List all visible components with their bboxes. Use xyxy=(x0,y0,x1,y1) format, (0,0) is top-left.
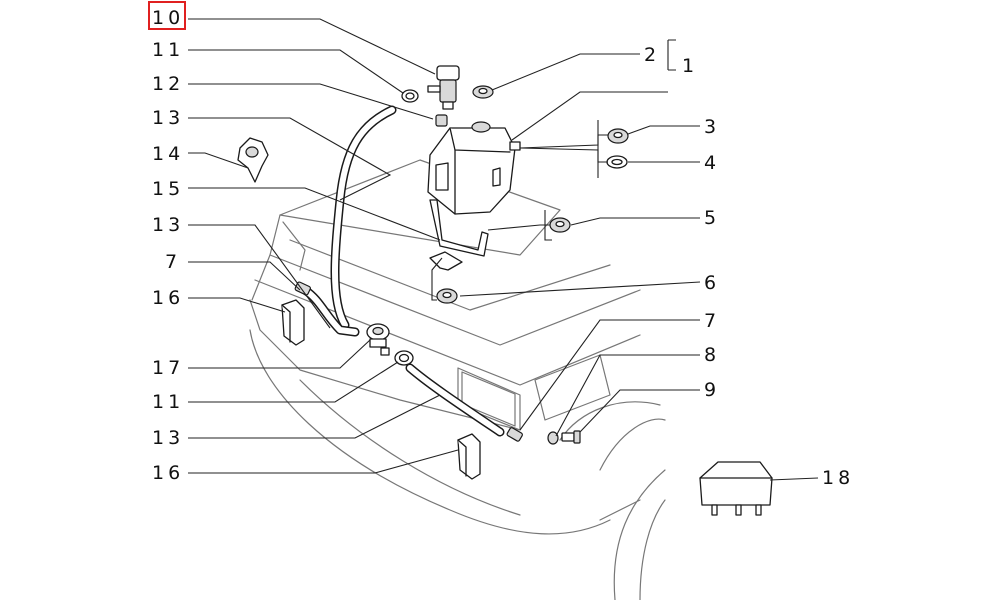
bracket-part-15[interactable] xyxy=(429,199,489,271)
nut-part-3[interactable] xyxy=(607,128,629,144)
nut-part-6[interactable] xyxy=(436,288,458,304)
hose-part-13-lower[interactable] xyxy=(405,363,505,437)
callout-15[interactable]: 15 xyxy=(152,178,184,200)
nut-part-5[interactable] xyxy=(549,217,571,233)
nozzle-part-16-left[interactable] xyxy=(281,299,305,346)
hose-part-13-left[interactable] xyxy=(300,285,360,337)
hose-part-13-upper[interactable] xyxy=(330,105,397,330)
leader-lines xyxy=(188,18,819,481)
relay-part-18[interactable] xyxy=(699,461,773,516)
grommet-part-11-lower[interactable] xyxy=(394,350,414,366)
callout-10[interactable]: 10 xyxy=(152,7,184,29)
callout-2[interactable]: 2 xyxy=(644,44,660,66)
grommet-part-8[interactable] xyxy=(547,431,559,445)
callout-13-middle[interactable]: 13 xyxy=(152,214,184,236)
callout-labels: 10 11 12 13 14 15 13 7 16 17 11 13 16 2 … xyxy=(148,1,854,489)
callout-1[interactable]: 1 xyxy=(682,55,698,77)
callout-16-upper[interactable]: 16 xyxy=(152,287,184,309)
callout-6[interactable]: 6 xyxy=(704,272,720,294)
valve-part-17[interactable] xyxy=(366,323,390,356)
seal-part-12[interactable] xyxy=(435,114,448,127)
callout-5[interactable]: 5 xyxy=(704,207,720,229)
washer-reservoir-part-1[interactable] xyxy=(427,121,521,215)
callout-7-right[interactable]: 7 xyxy=(704,310,720,332)
callout-13-lower[interactable]: 13 xyxy=(152,427,184,449)
callout-4[interactable]: 4 xyxy=(704,152,720,174)
selected-callout-highlight xyxy=(148,1,186,30)
connector-part-7-right[interactable] xyxy=(506,427,523,442)
clip-part-14[interactable] xyxy=(237,137,269,183)
callout-9[interactable]: 9 xyxy=(704,379,720,401)
callout-17[interactable]: 17 xyxy=(152,357,184,379)
callout-3[interactable]: 3 xyxy=(704,116,720,138)
callout-12[interactable]: 12 xyxy=(152,73,184,95)
callout-7-left[interactable]: 7 xyxy=(165,251,181,273)
callout-18[interactable]: 18 xyxy=(822,467,854,489)
car-body-outline xyxy=(249,159,666,600)
callout-11-lower[interactable]: 11 xyxy=(152,391,184,413)
callout-8[interactable]: 8 xyxy=(704,344,720,366)
washer-part-4[interactable] xyxy=(606,155,628,169)
screw-part-9[interactable] xyxy=(561,430,581,444)
washer-pump-part-10[interactable] xyxy=(427,65,460,110)
grommet-part-11-upper[interactable] xyxy=(401,89,419,103)
callout-16-lower[interactable]: 16 xyxy=(152,462,184,484)
gasket-part-2[interactable] xyxy=(472,85,494,99)
nozzle-part-16-right[interactable] xyxy=(457,433,481,480)
callout-13-upper[interactable]: 13 xyxy=(152,107,184,129)
callout-11-upper[interactable]: 11 xyxy=(152,39,184,61)
callout-14[interactable]: 14 xyxy=(152,143,184,165)
